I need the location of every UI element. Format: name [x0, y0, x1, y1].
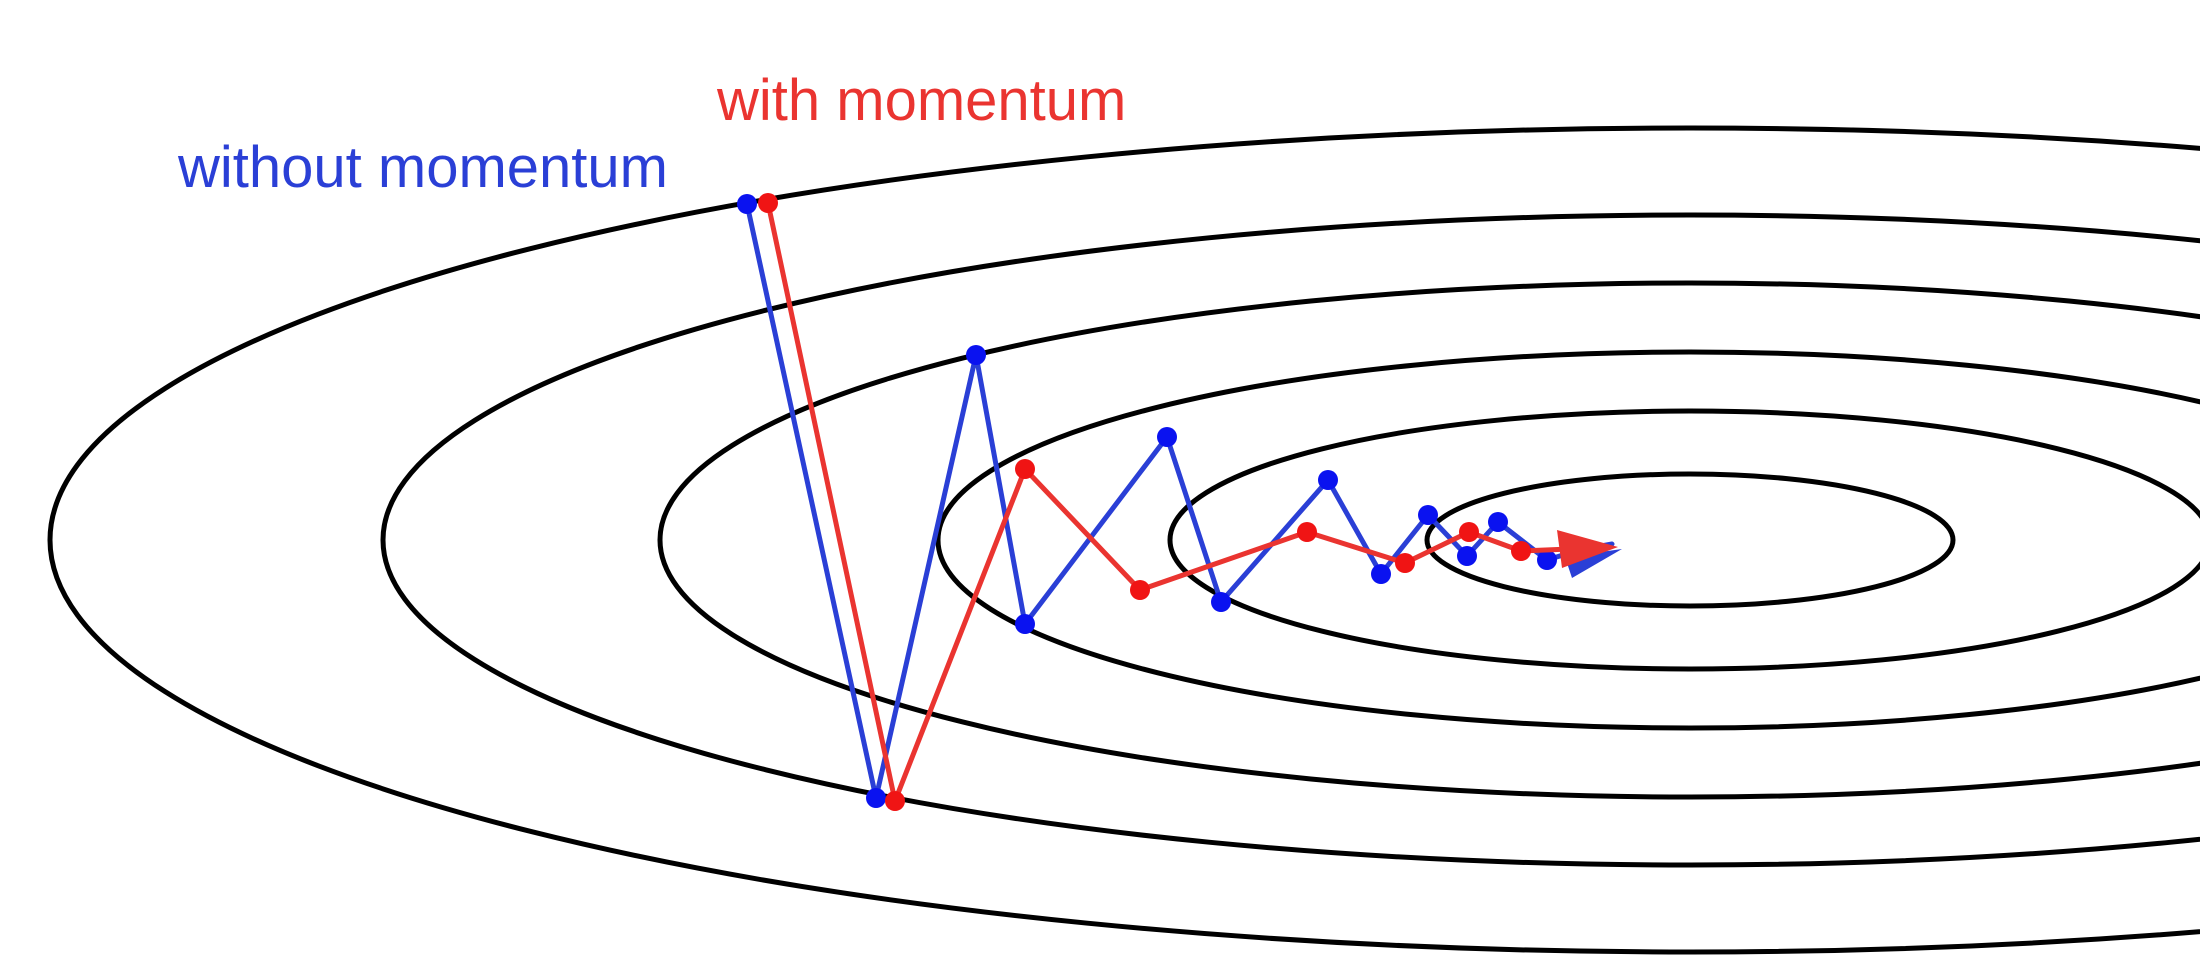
without-momentum-point — [1157, 427, 1177, 447]
without-momentum-point — [1418, 505, 1438, 525]
contour-6 — [1424, 471, 1956, 609]
with-momentum-points — [758, 193, 1531, 811]
with-momentum-label: with momentum — [716, 68, 1126, 133]
with-momentum-point — [1015, 459, 1035, 479]
contour-3 — [657, 280, 2200, 800]
without-momentum-point — [966, 345, 986, 365]
with-momentum-point — [1297, 522, 1317, 542]
without-momentum-points — [737, 194, 1557, 808]
loss-contours — [47, 125, 2200, 955]
contour-5 — [1167, 408, 2200, 672]
without-momentum-point — [866, 788, 886, 808]
with-momentum-point — [1395, 553, 1415, 573]
with-momentum-point — [885, 791, 905, 811]
with-momentum-point — [1459, 522, 1479, 542]
with-momentum-point — [758, 193, 778, 213]
with-momentum-line — [765, 200, 1573, 804]
without-momentum-point — [737, 194, 757, 214]
contour-1 — [47, 125, 2200, 955]
contour-2 — [380, 212, 2200, 868]
without-momentum-point — [1211, 592, 1231, 612]
with-momentum-path — [758, 193, 1618, 811]
with-momentum-point — [1130, 580, 1150, 600]
without-momentum-point — [1371, 564, 1391, 584]
without-momentum-point — [1318, 470, 1338, 490]
without-momentum-label: without momentum — [177, 135, 668, 200]
with-momentum-point — [1511, 541, 1531, 561]
contour-4 — [935, 349, 2200, 731]
with-momentum-arrowhead — [1557, 530, 1618, 568]
without-momentum-point — [1015, 614, 1035, 634]
without-momentum-point — [1457, 546, 1477, 566]
without-momentum-point — [1537, 550, 1557, 570]
without-momentum-point — [1488, 512, 1508, 532]
